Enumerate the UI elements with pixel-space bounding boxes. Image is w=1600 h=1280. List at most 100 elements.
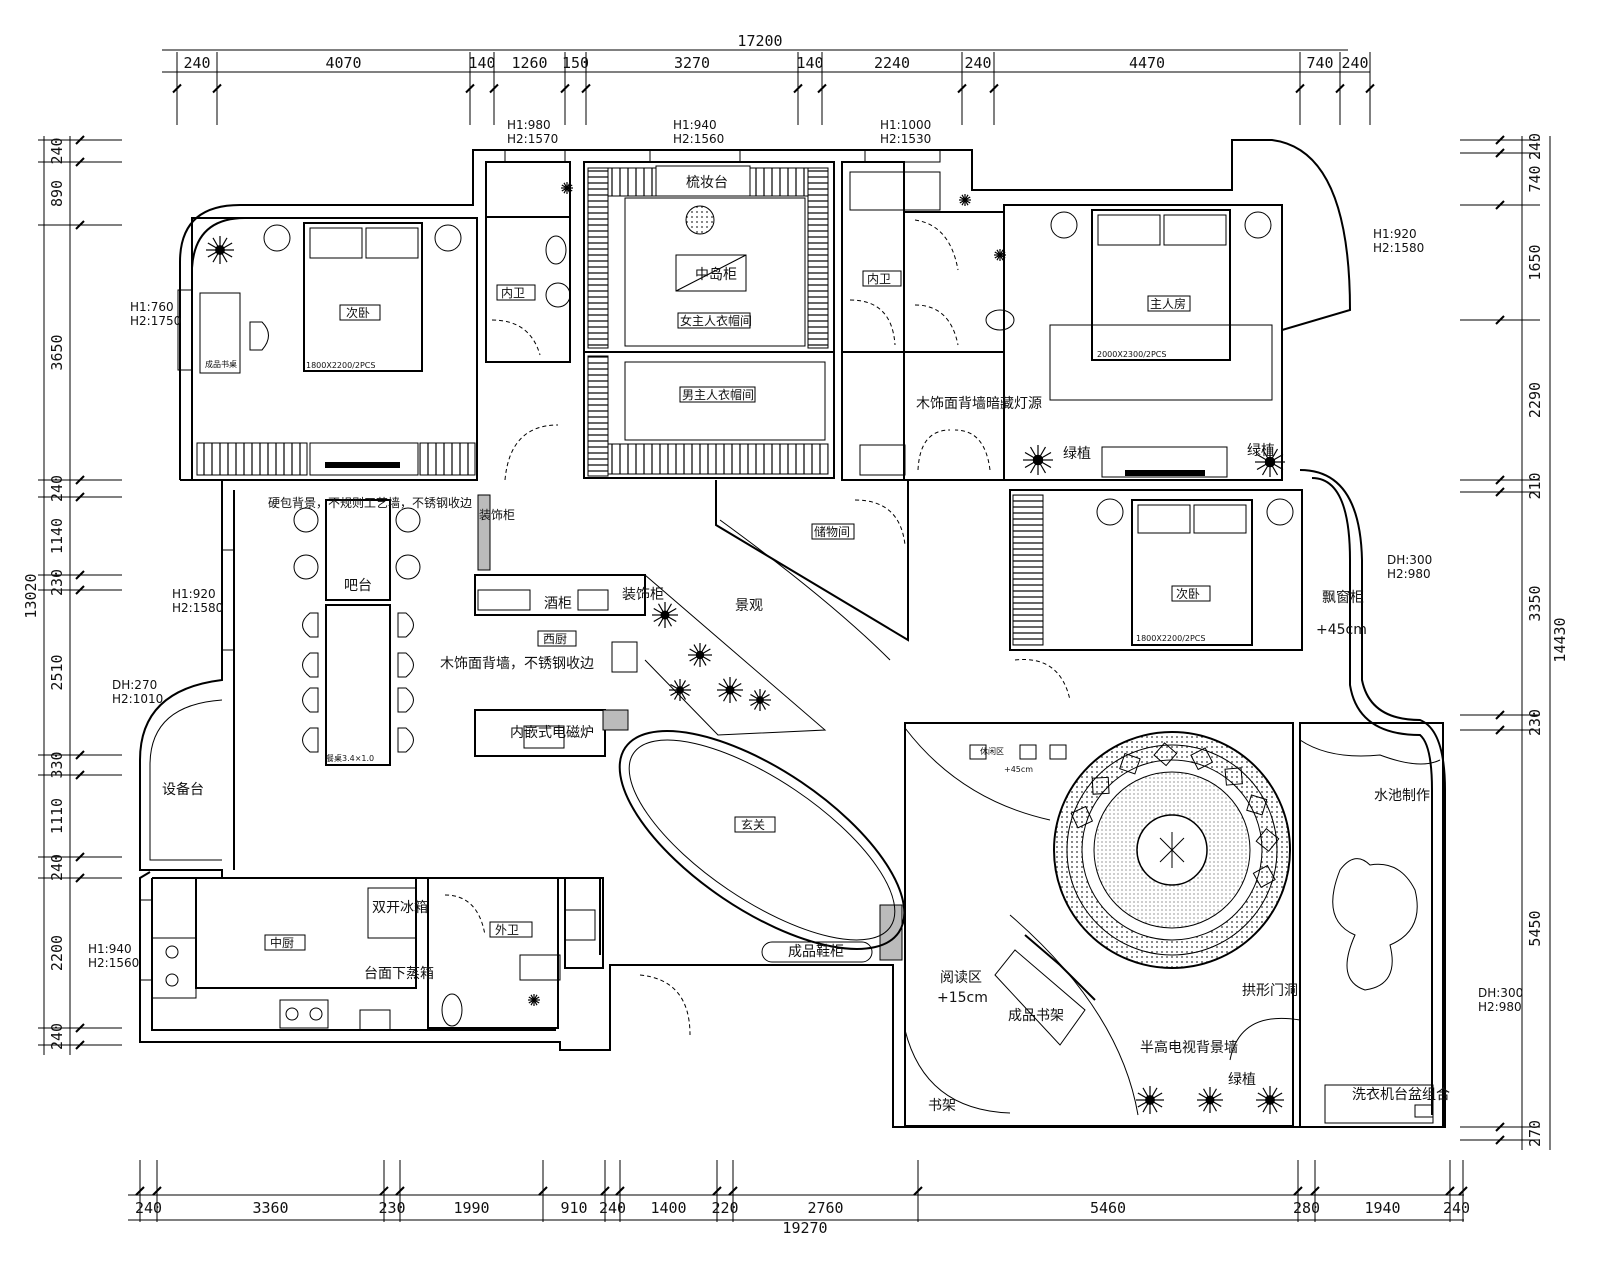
- label-tv-wall: 半高电视背景墙: [1140, 1039, 1238, 1056]
- chair-icon: [302, 652, 319, 678]
- label-reading: 阅读区: [940, 969, 982, 986]
- right-dim-segment-label: 3350: [1526, 585, 1544, 621]
- left-dim-segment-label: 1140: [48, 518, 66, 554]
- label-greenery-3: 绿植: [1228, 1072, 1256, 1088]
- right-dim-segment-label: 240: [1526, 133, 1544, 160]
- chair-icon: [397, 687, 414, 713]
- cushion-icon: [1049, 744, 1067, 760]
- top-dim-tick-mark: [793, 83, 803, 94]
- bottom-dim-tick-mark: [728, 1186, 738, 1196]
- right-dim-segment-label: 1650: [1526, 244, 1544, 280]
- plant-icons: [206, 182, 1285, 1114]
- chair-icon: [397, 612, 414, 638]
- top-dim-tick-mark: [465, 83, 475, 94]
- label-soft-wall-note: 硬包背景，不规则工艺墙，不锈钢收边: [268, 495, 472, 510]
- bottom-dim-tick-mark: [538, 1186, 548, 1196]
- bottom-dim-tick-mark: [379, 1186, 389, 1196]
- window-h1-1: H1:980: [507, 118, 551, 132]
- right-dim-tick-mark: [1495, 148, 1505, 158]
- window-h1-2: H1:940: [673, 118, 717, 132]
- left-dim-segment-label: 330: [48, 751, 66, 778]
- label-equipment: 设备台: [162, 781, 204, 798]
- right-dim-total: 14430: [1551, 617, 1569, 662]
- plant-icon: [206, 236, 234, 264]
- cushion-icon: [1091, 776, 1110, 795]
- bottom-dim-tick-mark: [1310, 1186, 1320, 1196]
- bottom-dim-segment-label: 1400: [650, 1199, 686, 1217]
- label-entrance: 玄关: [741, 817, 765, 832]
- window-h2-10: H2:980: [1478, 1000, 1522, 1014]
- left-dim-tick-mark: [75, 475, 85, 485]
- window-h1-10: DH:300: [1478, 986, 1523, 1000]
- bottom-dim-tick-mark: [1458, 1186, 1468, 1196]
- label-bathroom-2: 内卫: [867, 272, 891, 286]
- left-dimension-chain: 13020 2408903650240114023025103301110240…: [22, 135, 122, 1055]
- interior-walls: [191, 161, 1444, 1128]
- plant-icon: [1197, 1087, 1223, 1113]
- plant-icon: [994, 249, 1006, 261]
- label-seat-height: +45cm: [1004, 765, 1033, 774]
- left-dim-segment-label: 3650: [48, 334, 66, 370]
- label-dressing-table: 梳妆台: [686, 175, 728, 191]
- left-dim-segment-label: 240: [48, 137, 66, 164]
- window-h2-6: H2:1580: [172, 601, 223, 615]
- bottom-dim-tick-mark: [395, 1186, 405, 1196]
- cushion-icon: [1190, 747, 1214, 771]
- cushion-icon: [1019, 744, 1037, 760]
- top-dim-tick-mark: [989, 83, 999, 94]
- bottom-dim-segment-label: 2760: [807, 1199, 843, 1217]
- chair-icon: [397, 727, 414, 753]
- bottom-dim-tick-mark: [913, 1186, 923, 1196]
- left-dim-segment-label: 240: [48, 475, 66, 502]
- bed-1: [303, 222, 423, 372]
- bottom-dim-tick-mark: [600, 1186, 610, 1196]
- label-wood-wall-2: 木饰面背墙，不锈钢收边: [440, 656, 594, 672]
- cushion-icon: [1255, 828, 1280, 852]
- bottom-dim-segment-label: 240: [1443, 1199, 1470, 1217]
- left-dim-segment-label: 2510: [48, 654, 66, 690]
- top-dim-segment-label: 150: [562, 54, 589, 72]
- label-laundry: 洗衣机台盆组合: [1352, 1087, 1450, 1103]
- top-dim-segment-label: 140: [796, 54, 823, 72]
- bottom-dim-tick-mark: [135, 1186, 145, 1196]
- top-dim-segment-label: 3270: [674, 54, 710, 72]
- bottom-dim-segment-label: 3360: [252, 1199, 288, 1217]
- label-bar: 吧台: [344, 578, 372, 594]
- window-h2-7: H2:1010: [112, 692, 163, 706]
- window-h1-3: H1:1000: [880, 118, 931, 132]
- left-dim-segment-label: 2200: [48, 935, 66, 971]
- left-dim-tick-mark: [75, 570, 85, 580]
- reading-area-lines: [904, 727, 1139, 1116]
- label-bay-height: +45cm: [1316, 622, 1367, 638]
- top-dim-tick-mark: [1295, 83, 1305, 94]
- cushion-icon: [1119, 752, 1141, 775]
- cushion-icon: [1153, 742, 1178, 767]
- chair-icon: [302, 727, 319, 753]
- top-dim-tick-mark: [489, 83, 499, 94]
- top-dim-tick-mark: [957, 83, 967, 94]
- left-dim-segment-label: 1110: [48, 798, 66, 834]
- left-dim-tick-mark: [75, 1040, 85, 1050]
- label-bay-cabinet: 飘窗柜: [1322, 589, 1364, 606]
- window-h1-7: DH:270: [112, 678, 157, 692]
- label-wood-wall: 木饰面背墙暗藏灯源: [916, 396, 1042, 412]
- label-steamer: 台面下蒸箱: [364, 966, 434, 982]
- top-dim-tick-mark: [1335, 83, 1345, 94]
- label-desk: 成品书桌: [205, 359, 237, 369]
- top-dim-segment-label: 240: [183, 54, 210, 72]
- top-dim-tick-mark: [581, 83, 591, 94]
- chair-icon: [397, 652, 414, 678]
- label-arch: 拱形门洞: [1242, 983, 1298, 999]
- landscape-outline: [644, 574, 827, 736]
- left-dim-tick-mark: [75, 770, 85, 780]
- label-induction: 内嵌式电磁炉: [510, 725, 594, 741]
- cushion-icon: [1246, 794, 1268, 816]
- left-dim-segment-label: 890: [48, 180, 66, 207]
- left-dim-tick-mark: [75, 852, 85, 862]
- bottom-dim-segment-label: 910: [560, 1199, 587, 1217]
- bottom-dim-segment-label: 240: [599, 1199, 626, 1217]
- window-h2-5: H2:1750: [130, 314, 181, 328]
